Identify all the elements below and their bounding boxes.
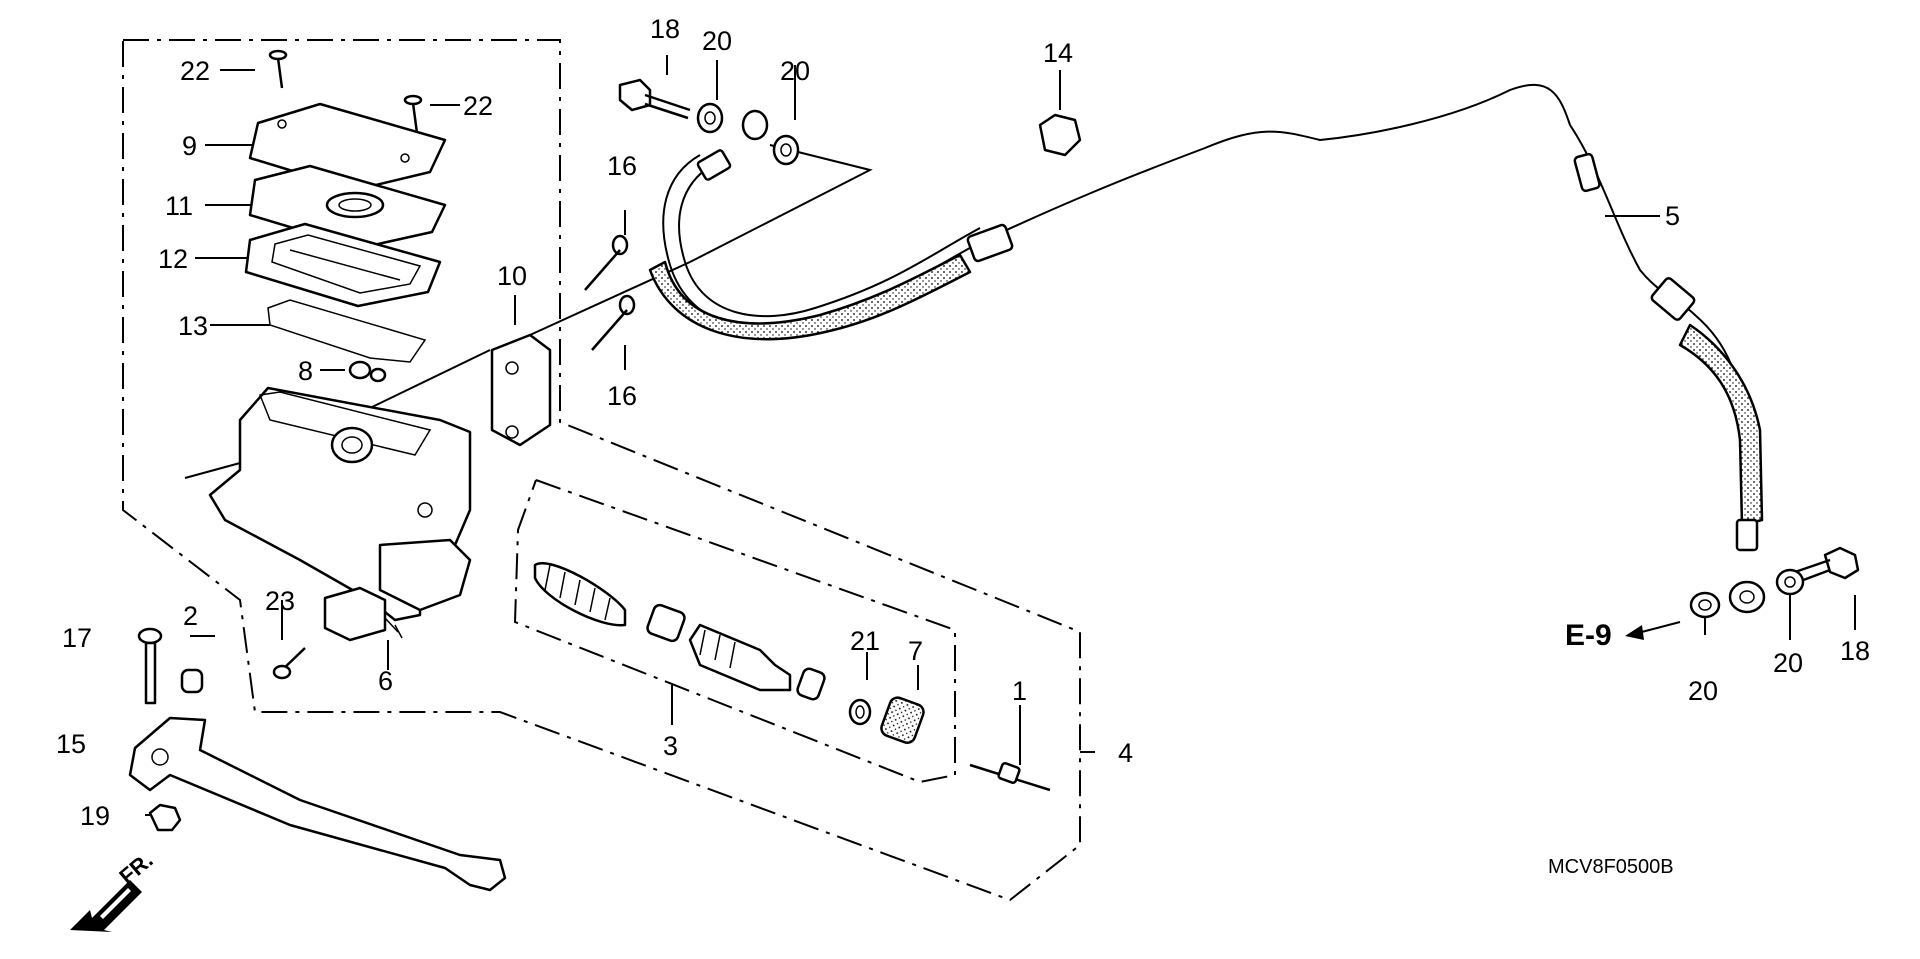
callout-15: 15 (56, 729, 86, 759)
callout-2: 2 (183, 601, 198, 631)
front-label: FR. (114, 847, 157, 889)
callout-17: 17 (62, 623, 92, 653)
callout-18: 18 (650, 14, 680, 44)
callout-20: 20 (702, 26, 732, 56)
callout-13: 13 (178, 311, 208, 341)
callout-14: 14 (1043, 38, 1073, 68)
front-arrow-icon (70, 880, 142, 932)
callout-19: 19 (80, 801, 110, 831)
callout-8: 8 (298, 356, 313, 386)
cap-screws (268, 49, 423, 134)
pivot-bolt (137, 627, 163, 705)
piston-kit-parts (533, 562, 1051, 792)
callout-23: 23 (265, 586, 295, 616)
sealing-washers (696, 102, 1805, 619)
callout-1: 1 (1012, 676, 1027, 706)
master-cylinder-body (208, 386, 472, 622)
piston-kit-outline (513, 479, 956, 784)
diagram-code: MCV8F0500B (1548, 856, 1674, 878)
hose-guide (1038, 113, 1082, 157)
hose-bolts (618, 78, 1860, 584)
reference-arrow (1625, 621, 1681, 640)
callout-21: 21 (850, 626, 880, 656)
callout-3: 3 (663, 731, 678, 761)
callout-16: 16 (607, 381, 637, 411)
callout-20: 20 (1688, 676, 1718, 706)
callout-7: 7 (908, 636, 923, 666)
clutch-lever (128, 716, 507, 892)
callout-20: 20 (780, 56, 810, 86)
callout-11: 11 (165, 191, 193, 221)
callout-9: 9 (182, 131, 197, 161)
dust-cap (180, 668, 204, 694)
pivot-nut (148, 803, 182, 832)
holder (490, 333, 552, 447)
holder-bolts (584, 234, 636, 351)
callout-4: 4 (1118, 738, 1133, 768)
clutch-hose (648, 84, 1766, 614)
callout-16: 16 (607, 151, 637, 181)
assembly-outline (122, 39, 1095, 902)
callout-labels: 22 22 9 11 12 13 8 10 16 16 18 20 20 14 … (56, 14, 1870, 889)
callout-20: 20 (1773, 648, 1803, 678)
leader-lines (145, 55, 1856, 816)
callout-18: 18 (1840, 636, 1870, 666)
callout-22: 22 (463, 91, 493, 121)
float-plate (267, 299, 427, 363)
diaphragm (244, 222, 442, 308)
callout-6: 6 (378, 666, 393, 696)
reference-e9: E-9 (1565, 619, 1612, 652)
clutch-switch (323, 586, 403, 642)
clamp (348, 360, 387, 383)
callout-10: 10 (497, 261, 527, 291)
callout-22: 22 (180, 56, 210, 86)
switch-screw (272, 647, 306, 680)
callout-5: 5 (1665, 201, 1680, 231)
callout-12: 12 (158, 244, 188, 274)
